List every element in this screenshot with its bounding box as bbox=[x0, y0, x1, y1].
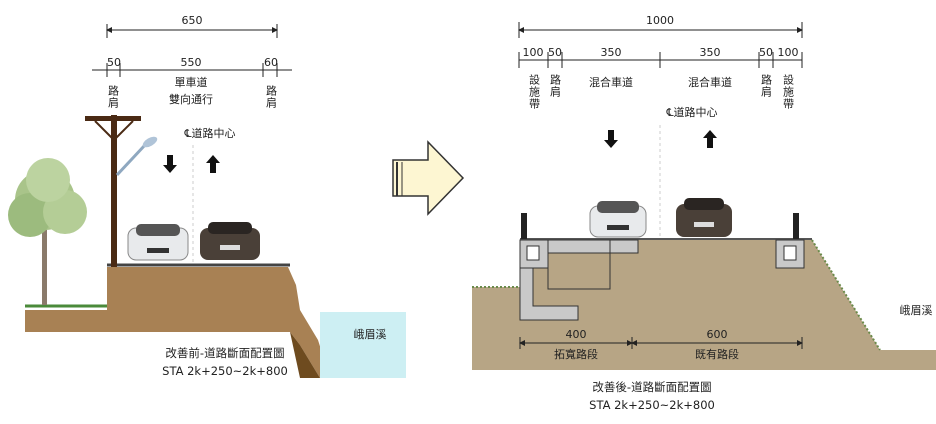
slope-grass bbox=[811, 239, 881, 351]
dim-seg-2: 550 bbox=[181, 56, 202, 69]
lane-left-label: 混合車道 bbox=[589, 75, 633, 89]
arrow-down-icon bbox=[604, 130, 618, 148]
arrow-down-icon bbox=[163, 155, 177, 173]
dim-total: 650 bbox=[182, 14, 203, 27]
lane-right-label: 混合車道 bbox=[688, 75, 732, 89]
arrow-up-icon bbox=[206, 155, 220, 173]
after-earth bbox=[472, 240, 936, 370]
dim-seg-1: 50 bbox=[107, 56, 121, 69]
shoulder-left-label: 路肩 bbox=[549, 74, 562, 98]
bollard-icon-right bbox=[793, 213, 799, 239]
car-icon-dark bbox=[200, 222, 260, 260]
lane-direction-label: 雙向通行 bbox=[169, 92, 213, 106]
river-label: 峨眉溪 bbox=[900, 304, 933, 317]
retaining-wall bbox=[519, 239, 805, 321]
utility-pole-icon bbox=[85, 115, 158, 267]
lane-label: 單車道 bbox=[175, 75, 208, 89]
dim-widened: 400 bbox=[566, 328, 587, 341]
widened-label: 拓寬路段 bbox=[554, 347, 598, 361]
dim-seg-5: 50 bbox=[759, 46, 773, 59]
river-label: 峨眉溪 bbox=[354, 328, 387, 341]
shoulder-right-label: 路肩 bbox=[760, 74, 773, 98]
dim-seg-1: 100 bbox=[523, 46, 544, 59]
centerline-label: ℄道路中心 bbox=[665, 105, 717, 119]
arrow-up-icon bbox=[703, 130, 717, 148]
car-icon-white bbox=[127, 224, 189, 261]
dim-seg-3: 350 bbox=[601, 46, 622, 59]
tree-icon bbox=[8, 158, 87, 305]
dim-seg-2: 50 bbox=[548, 46, 562, 59]
after-caption: 改善後-道路斷面配置圖 bbox=[592, 380, 711, 394]
bollard-icon-left bbox=[521, 213, 527, 239]
transition-arrow-icon bbox=[392, 140, 465, 216]
before-earth bbox=[25, 263, 330, 378]
car-icon-dark bbox=[676, 198, 732, 237]
before-station: STA 2k+250~2k+800 bbox=[162, 364, 288, 378]
dim-seg-3: 60 bbox=[264, 56, 278, 69]
car-icon-white bbox=[589, 201, 647, 238]
dim-existing: 600 bbox=[707, 328, 728, 341]
right-shoulder-label: 路肩 bbox=[265, 85, 278, 109]
dim-seg-6: 100 bbox=[778, 46, 799, 59]
centerline-label: ℄道路中心 bbox=[183, 126, 235, 140]
left-shoulder-label: 路肩 bbox=[107, 85, 120, 109]
after-section: 1000 100 50 350 350 50 100 設施帶 路肩 混合車道 混… bbox=[472, 14, 936, 412]
before-section: 峨眉溪 650 bbox=[8, 14, 406, 378]
dim-total: 1000 bbox=[646, 14, 674, 27]
after-station: STA 2k+250~2k+800 bbox=[589, 398, 715, 412]
before-caption: 改善前-道路斷面配置圖 bbox=[165, 346, 284, 360]
facility-right-label: 設施帶 bbox=[782, 73, 795, 110]
existing-label: 既有路段 bbox=[695, 347, 739, 361]
river-water bbox=[320, 312, 406, 378]
dim-seg-4: 350 bbox=[700, 46, 721, 59]
facility-left-label: 設施帶 bbox=[528, 73, 541, 110]
